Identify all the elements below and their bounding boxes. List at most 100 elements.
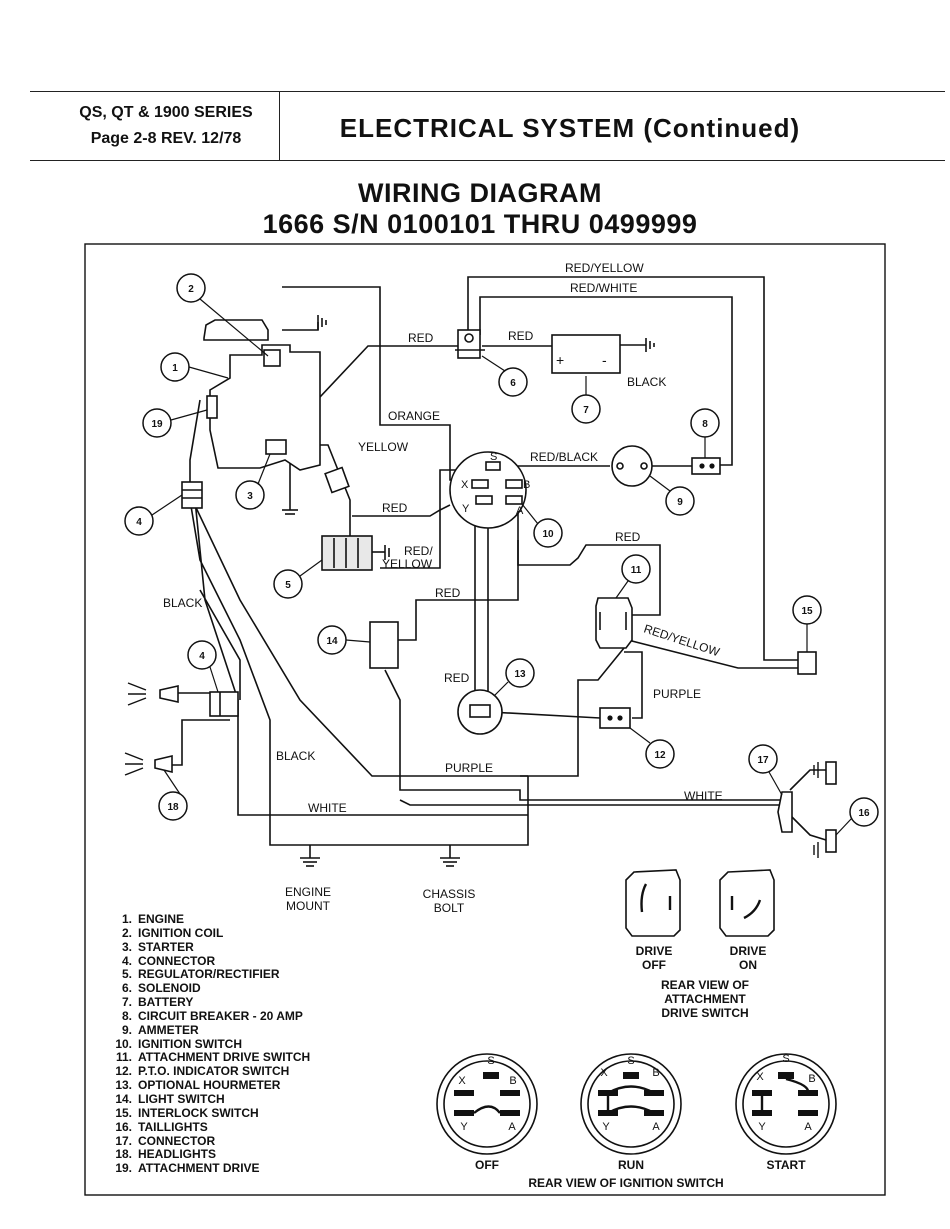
callout-label: 3	[247, 491, 253, 502]
series-label: QS, QT & 1900 SERIES	[79, 104, 253, 121]
legend-item: 14.LIGHT SWITCH	[115, 1091, 225, 1106]
callout-label: 5	[285, 580, 291, 591]
legend-item: 1.ENGINE	[121, 912, 185, 926]
legend-item: 18.HEADLIGHTS	[115, 1147, 216, 1162]
diagram-frame	[84, 243, 886, 1196]
interlock-switch	[797, 651, 817, 675]
callout-5	[273, 569, 303, 599]
regulator	[321, 535, 373, 571]
legend-item: 17.CONNECTOR	[115, 1133, 216, 1148]
wire-red-white	[479, 296, 733, 466]
label-purple-lower: PURPLE	[445, 761, 493, 775]
label-purple-right: PURPLE	[653, 687, 701, 701]
ign-off-y: Y	[460, 1121, 468, 1133]
wire-coil-ground	[282, 322, 319, 331]
label-red-white: RED/WHITE	[570, 281, 637, 295]
callout-19	[142, 408, 172, 438]
callout-label: 15	[801, 606, 813, 617]
headlight-lower	[154, 754, 173, 774]
drive-switch-on-view	[719, 869, 775, 937]
legend-item: 5.REGULATOR/RECTIFIER	[121, 967, 280, 982]
wire-black-left-2	[189, 499, 271, 820]
callout-label: 10	[542, 529, 554, 540]
callout-10	[533, 518, 563, 548]
header-rule-top	[30, 91, 945, 92]
ign-off-a: A	[508, 1121, 516, 1133]
wire-red-yellow-top	[467, 276, 800, 661]
wire-purple-pto	[624, 651, 643, 719]
callout-label: 1	[172, 363, 178, 374]
air-cleaner	[203, 319, 269, 341]
legend-item: 16.TAILLIGHTS	[115, 1119, 208, 1134]
callout-label: 16	[858, 808, 870, 819]
label-red-hourmeter: RED	[444, 671, 470, 685]
legend-item: 10.IGNITION SWITCH	[115, 1036, 242, 1051]
taillight-upper	[825, 761, 837, 785]
wire-light-down	[384, 669, 780, 801]
ignition-run-label: RUN	[618, 1158, 644, 1172]
callout-label: 2	[188, 284, 194, 295]
ground-engine-1: ENGINE	[285, 885, 331, 899]
legend-item: 15.INTERLOCK SWITCH	[115, 1105, 259, 1120]
callout-label: 4	[199, 651, 205, 662]
legend-item: 11.ATTACHMENT DRIVE SWITCH	[115, 1050, 311, 1065]
ign-start-x: X	[756, 1071, 764, 1083]
section-title: ELECTRICAL SYSTEM (Continued)	[339, 113, 801, 143]
wire-red-light	[398, 540, 519, 641]
wire-hour-pto	[489, 711, 601, 719]
wire-ground-bus	[269, 776, 529, 846]
callout-6	[498, 367, 528, 397]
callout-3	[235, 480, 265, 510]
connector-taillight	[777, 791, 793, 833]
ign-start-s: S	[782, 1053, 789, 1065]
legend-item: 9.AMMETER	[121, 1022, 199, 1037]
circuit-breaker	[691, 457, 721, 475]
callout-label: 8	[702, 419, 708, 430]
callout-label: 12	[654, 750, 666, 761]
wire-attach-to-interlock	[627, 639, 800, 669]
label-white-lower: WHITE	[308, 801, 347, 815]
ign-run-b: B	[652, 1067, 659, 1079]
label-red-yellow-reg-1: RED/	[404, 544, 433, 558]
ign-start-y: Y	[758, 1121, 766, 1133]
wire-red-regulator	[352, 504, 451, 517]
label-black-left: BLACK	[163, 596, 202, 610]
callout-label: 11	[631, 565, 642, 576]
legend-item: 4.CONNECTOR	[121, 953, 216, 968]
label-orange: ORANGE	[388, 409, 440, 423]
ign-off-s: S	[487, 1055, 494, 1067]
wire-white-rear	[399, 799, 780, 806]
ign-run-s: S	[627, 1055, 634, 1067]
battery	[551, 334, 621, 374]
label-red-attach: RED	[615, 530, 641, 544]
label-red-light: RED	[435, 586, 461, 600]
connector-upper	[181, 481, 203, 509]
drive-switch-caption: REAR VIEW OF ATTACHMENT DRIVE SWITCH	[660, 978, 749, 1020]
ign-off-b: B	[509, 1075, 516, 1087]
legend-item: 8.CIRCUIT BREAKER - 20 AMP	[121, 1008, 303, 1023]
legend-item: 3.STARTER	[121, 939, 194, 954]
label-red-yellow-reg-2: YELLOW	[382, 557, 433, 571]
wire-taillights	[789, 769, 826, 791]
ignition-off-label: OFF	[475, 1158, 499, 1172]
diagram-subtitle: 1666 S/N 0100101 THRU 0499999	[262, 209, 698, 239]
pto-switch	[599, 707, 631, 729]
legend-item: 7.BATTERY	[121, 995, 194, 1010]
ign-start-a: A	[804, 1121, 812, 1133]
header-rule-bottom	[30, 160, 945, 161]
terminal-x: X	[461, 479, 469, 491]
callout-2	[176, 273, 206, 303]
terminal-b: B	[523, 479, 530, 491]
ammeter	[611, 445, 653, 487]
terminal-a: A	[516, 505, 524, 517]
ignition-coil	[263, 349, 281, 367]
wire-coil	[282, 286, 381, 346]
label-red-yellow-top: RED/YELLOW	[565, 261, 644, 275]
callout-11	[621, 554, 651, 584]
callout-16	[849, 797, 879, 827]
ground-chassis-1: CHASSIS	[423, 887, 476, 901]
wire-red-attach	[517, 505, 661, 616]
header-divider	[279, 92, 280, 160]
